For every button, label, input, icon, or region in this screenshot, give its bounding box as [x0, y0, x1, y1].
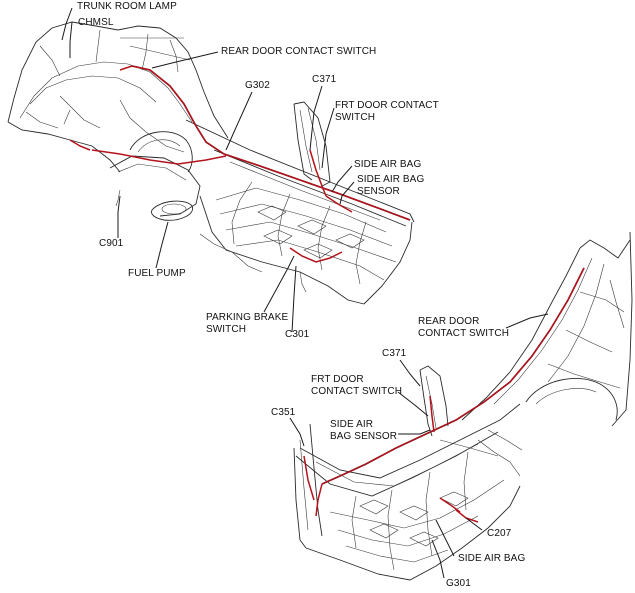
label-frt-door-contact-switch-line1: FRT DOOR CONTACT — [335, 100, 439, 111]
top-view-harness — [69, 65, 411, 263]
label-c371-bottom: C371 — [382, 348, 407, 359]
label-rear-door-contact-switch-line2-bottom: CONTACT SWITCH — [418, 328, 510, 339]
label-parking-brake-switch-line2: SWITCH — [206, 324, 247, 335]
label-g302: G302 — [245, 80, 270, 91]
label-c301: C301 — [285, 329, 310, 340]
label-fuel-pump: FUEL PUMP — [128, 268, 186, 279]
label-side-air-bag-sensor-line1-bottom: SIDE AIR — [330, 419, 374, 430]
label-g301: G301 — [446, 578, 471, 589]
label-side-air-bag-sensor-line1: SIDE AIR BAG — [357, 174, 425, 185]
label-side-air-bag-sensor-line2: SENSOR — [357, 186, 400, 197]
label-c351: C351 — [271, 407, 296, 418]
label-chmsl: CHMSL — [78, 17, 114, 28]
label-side-air-bag: SIDE AIR BAG — [354, 159, 422, 170]
top-view-body-outline — [7, 21, 415, 305]
label-side-air-bag-sensor-line2-bottom: BAG SENSOR — [330, 431, 398, 442]
label-frt-door-contact-switch-line2-bottom: CONTACT SWITCH — [311, 386, 403, 397]
label-c207: C207 — [487, 528, 512, 539]
bottom-view-body-outline — [293, 231, 633, 581]
label-trunk-room-lamp: TRUNK ROOM LAMP — [77, 1, 177, 12]
bottom-view-leaders — [289, 313, 549, 579]
label-c371: C371 — [312, 74, 337, 85]
label-rear-door-contact-switch: REAR DOOR CONTACT SWITCH — [221, 46, 377, 57]
label-parking-brake-switch-line1: PARKING BRAKE — [206, 312, 289, 323]
label-frt-door-contact-switch-line1-bottom: FRT DOOR — [311, 374, 364, 385]
label-side-air-bag-bottom: SIDE AIR BAG — [458, 553, 526, 564]
label-c901: C901 — [99, 238, 124, 249]
label-frt-door-contact-switch-line2: SWITCH — [335, 112, 376, 123]
top-view-leaders — [61, 7, 355, 333]
bottom-view-harness — [303, 267, 585, 523]
label-rear-door-contact-switch-line1-bottom: REAR DOOR — [418, 316, 480, 327]
